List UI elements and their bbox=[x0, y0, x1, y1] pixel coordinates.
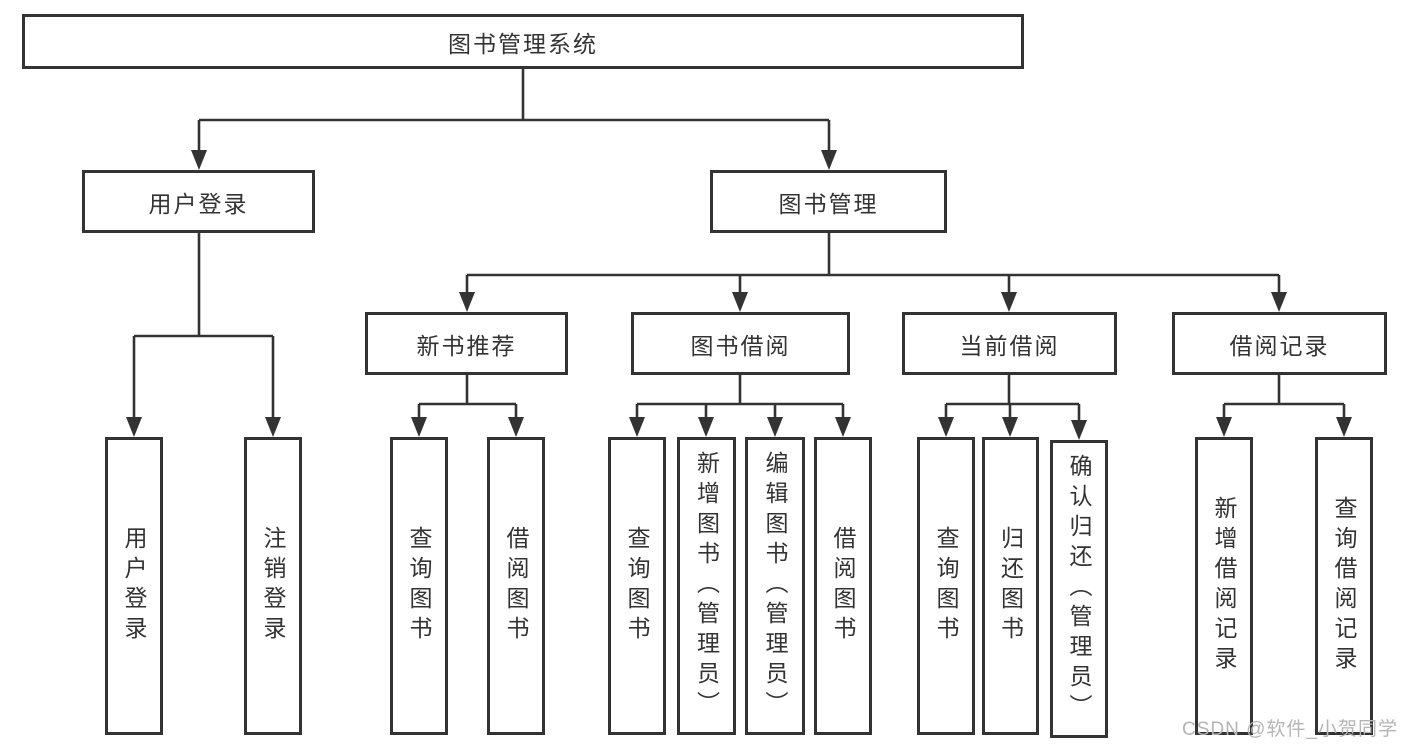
node-label: 新增借阅记录 bbox=[1211, 496, 1237, 676]
node-leaf-query-borrow-record: 查询借阅记录 bbox=[1315, 437, 1373, 735]
node-label: 图书管理 bbox=[778, 190, 879, 217]
node-borrowing-records: 借阅记录 bbox=[1172, 312, 1387, 375]
node-leaf-borrow-books-1: 借阅图书 bbox=[487, 437, 545, 735]
node-label: 注销登录 bbox=[260, 526, 286, 646]
node-book-borrowing: 图书借阅 bbox=[631, 312, 850, 375]
node-new-book-recommendation: 新书推荐 bbox=[365, 312, 568, 375]
node-label: 图书管理系统 bbox=[448, 30, 598, 57]
node-label: 借阅记录 bbox=[1229, 332, 1330, 359]
node-leaf-query-books-1: 查询图书 bbox=[390, 437, 448, 735]
node-leaf-edit-books-admin: 编辑图书（管理员） bbox=[745, 437, 805, 735]
csdn-watermark: CSDN @软件_小贺同学 bbox=[1182, 719, 1398, 740]
node-library-management-system: 图书管理系统 bbox=[22, 14, 1024, 69]
node-leaf-add-borrow-record: 新增借阅记录 bbox=[1195, 437, 1253, 735]
node-label: 借阅图书 bbox=[503, 526, 529, 646]
node-leaf-return-books: 归还图书 bbox=[982, 437, 1039, 735]
node-leaf-query-books-3: 查询图书 bbox=[917, 437, 975, 735]
node-user-login-group: 用户登录 bbox=[82, 170, 315, 233]
node-current-borrowing: 当前借阅 bbox=[902, 312, 1117, 375]
node-label: 图书借阅 bbox=[690, 332, 791, 359]
node-leaf-user-login: 用户登录 bbox=[105, 437, 163, 735]
node-leaf-query-books-2: 查询图书 bbox=[608, 437, 666, 735]
node-label: 查询图书 bbox=[933, 526, 959, 646]
node-label: 编辑图书（管理员） bbox=[762, 451, 788, 721]
node-leaf-confirm-return-admin: 确认归还（管理员） bbox=[1050, 440, 1108, 738]
node-label: 查询图书 bbox=[624, 526, 650, 646]
node-leaf-add-books-admin: 新增图书（管理员） bbox=[677, 437, 736, 735]
node-leaf-borrow-books-2: 借阅图书 bbox=[814, 437, 872, 735]
node-label: 查询图书 bbox=[406, 526, 432, 646]
node-label: 查询借阅记录 bbox=[1331, 496, 1357, 676]
node-label: 新增图书（管理员） bbox=[693, 451, 720, 721]
node-leaf-logout: 注销登录 bbox=[244, 437, 302, 735]
node-label: 新书推荐 bbox=[416, 332, 517, 359]
node-book-management: 图书管理 bbox=[710, 170, 947, 233]
node-label: 当前借阅 bbox=[959, 332, 1060, 359]
node-label: 用户登录 bbox=[148, 190, 249, 217]
node-label: 用户登录 bbox=[121, 526, 147, 646]
node-label: 借阅图书 bbox=[830, 526, 856, 646]
node-label: 归还图书 bbox=[997, 526, 1024, 646]
node-label: 确认归还（管理员） bbox=[1066, 454, 1092, 724]
